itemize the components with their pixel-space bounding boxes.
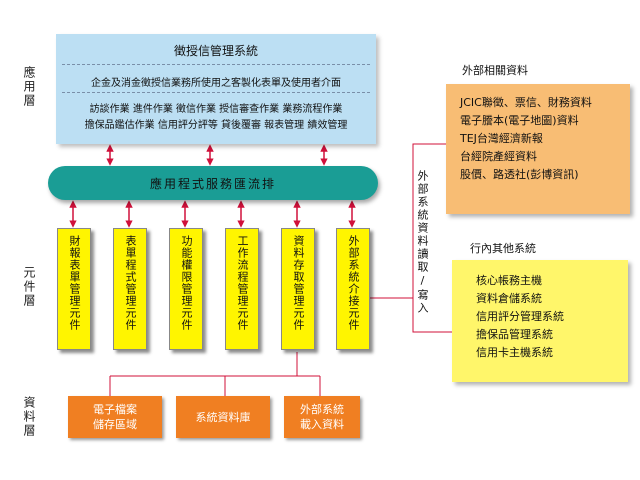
component-workflow: 工作流程管理元件 (225, 228, 259, 350)
layer-label-data: 資料層 (22, 396, 36, 438)
service-bus-label: 應用程式服務匯流排 (149, 177, 276, 191)
component-financial-report: 財報表單管理元件 (57, 228, 91, 350)
divider (62, 64, 370, 65)
component-label: 表單程式管理元件 (124, 235, 137, 331)
internal-item: 信用評分管理系統 (476, 310, 564, 323)
application-functions-line-2: 擔保品鑑估作業 信用評分評等 貸後覆審 報表管理 績效管理 (84, 120, 348, 131)
internal-item: 核心帳務主機 (476, 274, 542, 287)
data-store-electronic-files: 電子檔案 儲存區域 (68, 396, 162, 438)
component-data-access: 資料存取管理元件 (281, 228, 315, 350)
external-item: JCIC聯徵、票信、財務資料 (460, 96, 592, 109)
external-item: TEJ台灣經濟新報 (460, 132, 543, 145)
data-store-line: 儲存區域 (93, 418, 137, 431)
application-system-box: 徵授信管理系統 企金及消金徵授信業務所使用之客製化表單及使用者介面 訪談作業 進… (56, 34, 376, 144)
service-bus: 應用程式服務匯流排 (48, 166, 378, 200)
data-store-line: 系統資料庫 (195, 410, 251, 424)
internal-systems-title: 行內其他系統 (470, 242, 536, 255)
application-functions-line-1: 訪談作業 進件作業 徵信作業 授信審查作業 業務流程作業 (89, 104, 343, 115)
layer-label-component: 元件層 (22, 266, 36, 308)
component-function-permission: 功能權限管理元件 (169, 228, 203, 350)
component-label: 功能權限管理元件 (180, 235, 193, 331)
layer-label-application: 應用層 (22, 66, 36, 108)
data-store-line: 載入資料 (300, 418, 344, 431)
component-label: 工作流程管理元件 (236, 235, 249, 331)
internal-item: 資料倉儲系統 (476, 292, 542, 305)
external-item: 電子謄本(電子地圖)資料 (460, 114, 579, 127)
external-item: 股價、路透社(彭博資訊) (460, 168, 579, 181)
application-system-title: 徵授信管理系統 (173, 44, 258, 58)
external-data-box: JCIC聯徵、票信、財務資料 電子謄本(電子地圖)資料 TEJ台灣經濟新報 台經… (446, 84, 630, 214)
internal-systems-box: 核心帳務主機 資料倉儲系統 信用評分管理系統 擔保品管理系統 信用卡主機系統 (452, 260, 628, 382)
data-store-system-database: 系統資料庫 (176, 396, 270, 438)
external-data-title: 外部相關資料 (462, 64, 528, 77)
component-label: 財報表單管理元件 (68, 235, 81, 331)
component-form-program: 表單程式管理元件 (113, 228, 147, 350)
external-bracket (412, 143, 452, 333)
component-external-interface: 外部系統介接元件 (336, 228, 370, 350)
internal-item: 信用卡主機系統 (476, 346, 553, 359)
application-system-subtitle: 企金及消金徵授信業務所使用之客製化表單及使用者介面 (91, 78, 341, 89)
data-store-line: 電子檔案 (93, 403, 137, 416)
read-write-label: 外部系統資料讀取/寫入 (416, 170, 429, 315)
data-store-line: 外部系統 (300, 403, 344, 416)
external-item: 台經院產經資料 (460, 150, 537, 163)
component-label: 外部系統介接元件 (347, 235, 360, 331)
data-store-external-load: 外部系統 載入資料 (284, 396, 360, 438)
internal-item: 擔保品管理系統 (476, 328, 553, 341)
component-label: 資料存取管理元件 (292, 235, 305, 331)
divider (62, 92, 370, 93)
